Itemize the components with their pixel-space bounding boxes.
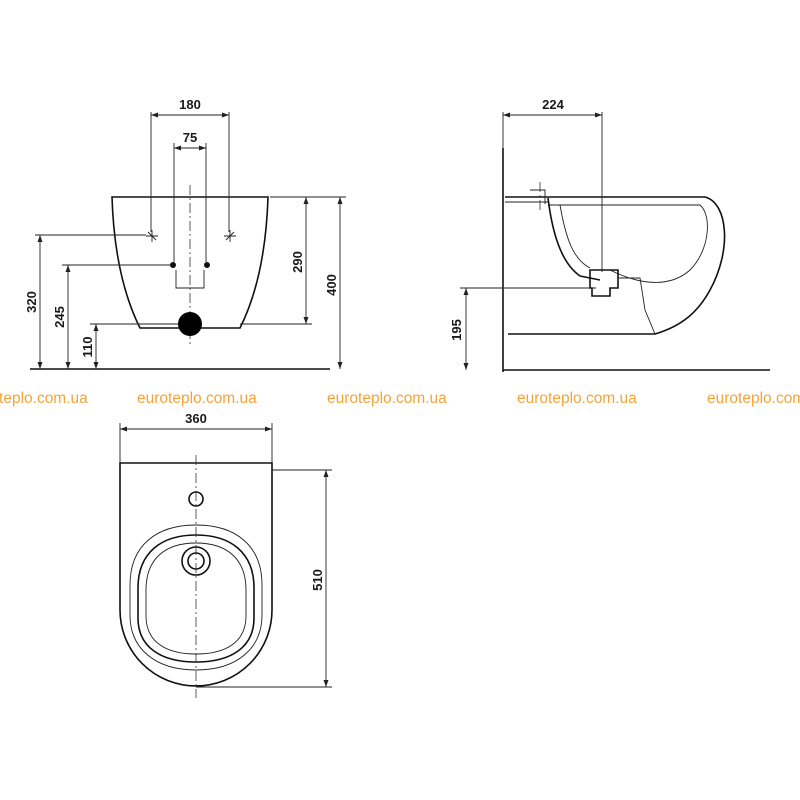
dim-360-label: 360 xyxy=(185,411,207,426)
left-supply-mark xyxy=(146,230,158,242)
watermark-1: euroteplo.com.ua xyxy=(0,390,88,407)
side-drain-spigot xyxy=(589,269,619,297)
dim-224-label: 224 xyxy=(542,97,564,112)
top-view: 360 510 xyxy=(119,411,332,698)
top-rim-outline xyxy=(129,524,263,671)
top-outer-outline xyxy=(119,462,273,687)
side-view: 224 195 xyxy=(449,97,770,372)
front-bowl-outline xyxy=(111,196,269,329)
dim-245-label: 245 xyxy=(52,306,67,328)
watermark-2: euroteplo.com.ua xyxy=(137,390,257,407)
inlet-bracket xyxy=(175,270,205,289)
left-inlet-point xyxy=(170,262,176,268)
dim-290-label: 290 xyxy=(290,251,305,273)
watermark-4: euroteplo.com.ua xyxy=(517,390,637,407)
dim-320-label: 320 xyxy=(24,291,39,313)
front-view: 180 75 320 245 110 290 400 xyxy=(24,97,346,370)
watermark-3: euroteplo.com.ua xyxy=(327,390,447,407)
dim-195-label: 195 xyxy=(449,319,464,341)
watermarks: euroteplo.com.ua euroteplo.com.ua eurote… xyxy=(0,390,800,407)
watermark-5: euroteplo.com.ua xyxy=(707,390,800,407)
side-bowl-wall xyxy=(547,197,601,281)
dim-400-label: 400 xyxy=(324,274,339,296)
front-drain-icon xyxy=(178,312,202,336)
dim-75-label: 75 xyxy=(183,130,197,145)
dim-75-arrows xyxy=(174,145,206,151)
side-rear-lower xyxy=(618,277,656,335)
dim-510-label: 510 xyxy=(310,569,325,591)
side-mount xyxy=(505,189,548,204)
dim-180-label: 180 xyxy=(179,97,201,112)
side-body-outline xyxy=(505,196,726,335)
right-supply-mark xyxy=(224,230,236,242)
side-bowl-wall-inner xyxy=(559,204,591,269)
side-inner-bowl xyxy=(548,204,708,283)
right-inlet-point xyxy=(204,262,210,268)
dim-110-label: 110 xyxy=(80,337,95,358)
